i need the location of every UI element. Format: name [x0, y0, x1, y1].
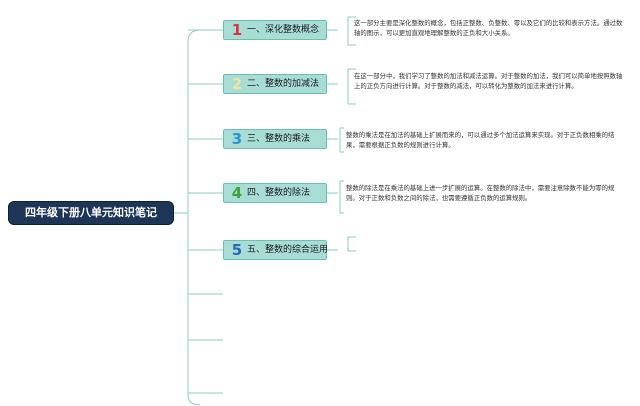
note-1: 这一部分主要是深化整数的概念，包括正整数、负整数、零以及它们的比较和表示方法。通…: [354, 19, 623, 37]
note-bracket-4: [339, 180, 344, 214]
topic-4[interactable]: 4 四、整数的除法: [223, 183, 327, 203]
topic-label: 四、整数的除法: [247, 188, 311, 198]
note-bracket-1: [347, 16, 356, 46]
number-badge: 4: [231, 184, 243, 202]
topic-1[interactable]: 1 一、深化整数概念: [223, 20, 327, 40]
note-4: 整数的除法是在乘法的基础上进一步扩展的运算。在整数的除法中，需要注意除数不能为零…: [346, 184, 615, 202]
number-badge: 1: [231, 21, 243, 39]
root-node[interactable]: 四年级下册八单元知识笔记: [9, 202, 173, 224]
topic-label: 五、整数的综合运用: [247, 245, 329, 255]
note-bracket-5: [347, 236, 356, 252]
topic-2[interactable]: 2 二、整数的加减法: [223, 74, 327, 94]
note-bracket-2: [347, 68, 356, 105]
topic-label: 三、整数的乘法: [247, 134, 311, 144]
note-3: 整数的乘法是在加法的基础上扩展而来的，可以通过多个加法运算来实现。对于正负数相乘…: [346, 131, 615, 149]
trunk-line: [187, 29, 201, 406]
topic-label: 一、深化整数概念: [247, 25, 320, 35]
number-badge: 3: [231, 130, 243, 148]
note-2: 在这一部分中，我们学习了整数的加法和减法运算。对于整数的加法，我们可以简单地按照…: [354, 72, 623, 90]
topic-5[interactable]: 5 五、整数的综合运用: [223, 240, 329, 260]
topic-label: 二、整数的加减法: [247, 79, 320, 89]
topic-3[interactable]: 3 三、整数的乘法: [223, 129, 327, 149]
number-badge: 5: [231, 241, 243, 259]
note-bracket-3: [339, 127, 344, 153]
number-badge: 2: [231, 75, 243, 93]
